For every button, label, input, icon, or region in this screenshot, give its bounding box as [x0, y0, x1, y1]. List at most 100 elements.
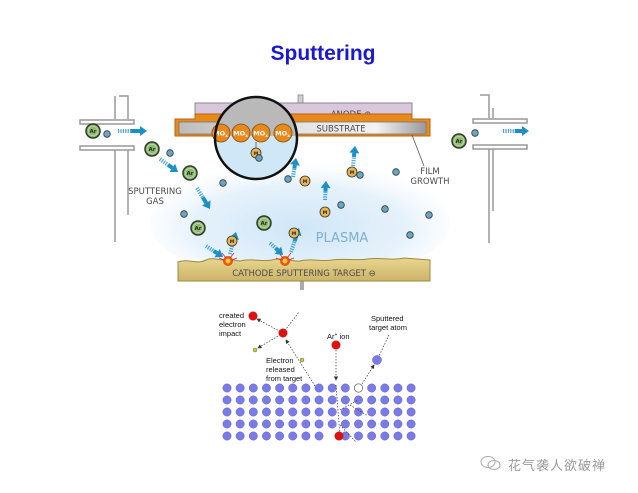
- lattice-atom: [367, 395, 377, 405]
- electron: [219, 179, 227, 187]
- motion-arrow: [195, 186, 211, 209]
- created-electron-label-1: created: [219, 311, 244, 320]
- argon-atom: Ar: [144, 141, 160, 157]
- lattice-atom: [406, 395, 416, 405]
- lattice-atom: [301, 383, 311, 393]
- lattice-atom: [314, 407, 324, 417]
- lattice-atom: [288, 395, 298, 405]
- lattice-atom: [275, 431, 284, 441]
- lattice-atom: [314, 431, 324, 441]
- vacancy: [353, 383, 364, 393]
- svg-text:Ar: Ar: [187, 171, 194, 177]
- wechat-icon: [480, 456, 501, 470]
- motion-arrow: [118, 126, 147, 136]
- svg-text:MOx: MOx: [253, 130, 268, 139]
- lattice-atom: [235, 431, 245, 441]
- plasma-glow: [150, 162, 450, 282]
- lattice-atom: [288, 431, 298, 441]
- lattice-atom: [367, 431, 377, 441]
- lattice-atom: [354, 419, 363, 429]
- svg-text:MOx: MOx: [275, 130, 290, 139]
- electron: [337, 201, 345, 209]
- lattice-atom: [406, 419, 416, 429]
- lattice-atom: [367, 419, 377, 429]
- ar-ion-label: Ar+ ion: [327, 332, 350, 341]
- svg-text:Ar: Ar: [195, 226, 202, 232]
- lattice-atom: [235, 395, 245, 405]
- lattice-atom: [327, 383, 337, 393]
- argon-atom: Ar: [451, 133, 467, 149]
- electron-released-label-2: released: [266, 365, 295, 374]
- lattice-atom: [367, 383, 377, 393]
- lattice-atom: [314, 419, 324, 429]
- electron: [166, 149, 174, 157]
- film-growth-label-1: FILM: [420, 167, 439, 177]
- electron-released-label-1: Electron: [266, 356, 294, 365]
- impact-line: [256, 318, 284, 334]
- cascade-path: [339, 424, 357, 443]
- lattice-atom: [301, 395, 311, 405]
- lattice-atom: [393, 383, 403, 393]
- lattice-atom: [340, 407, 350, 417]
- cascade-path: [339, 399, 359, 411]
- electron-released-label-3: from target: [266, 374, 303, 383]
- ar-ion: [331, 340, 341, 350]
- svg-text:Ar: Ar: [90, 129, 97, 135]
- lattice-atom: [262, 407, 271, 417]
- lattice-atom: [222, 407, 232, 417]
- lattice-atom: [327, 395, 337, 405]
- motion-arrow: [158, 157, 178, 172]
- lattice-atom: [340, 383, 350, 393]
- lattice-atom: [354, 407, 363, 417]
- lattice-atom: [380, 383, 390, 393]
- lattice-atom: [314, 383, 324, 393]
- electron: [255, 154, 263, 162]
- lattice-atom: [222, 419, 232, 429]
- motion-arrow: [503, 126, 529, 136]
- metal-atom: M: [299, 175, 311, 187]
- lattice-atom: [248, 407, 258, 417]
- lattice-atom: [314, 395, 324, 405]
- motion-arrow: [268, 241, 283, 255]
- impact-burst: [218, 252, 238, 266]
- watermark-text: 花气袭人欲破禅: [508, 459, 607, 474]
- electron: [180, 210, 188, 218]
- sputtered-atom: [372, 355, 382, 365]
- electron: [356, 171, 364, 179]
- lattice-atom: [235, 383, 245, 393]
- metal-atom: M: [288, 227, 300, 239]
- electron: [381, 205, 389, 213]
- lattice-atom: [235, 407, 245, 417]
- impact-ion: [278, 328, 288, 338]
- released-electron: [252, 347, 258, 353]
- lattice-atom: [406, 407, 416, 417]
- lattice-atom: [380, 431, 390, 441]
- lattice-atom: [262, 419, 271, 429]
- svg-text:M: M: [303, 179, 308, 185]
- lattice-atom: [222, 383, 232, 393]
- svg-text:MOx: MOx: [213, 130, 228, 139]
- argon-atom: Ar: [85, 123, 101, 139]
- lattice-atom: [354, 395, 363, 405]
- cathode-label: CATHODE SPUTTERING TARGET ⊖: [232, 269, 376, 279]
- oxide-molecule: MOx: [251, 123, 271, 143]
- sputtered-atom-label-1: Sputtered: [371, 314, 404, 323]
- electron: [406, 231, 414, 239]
- metal-atom: M: [346, 166, 358, 178]
- created-electron-label-3: impact: [219, 329, 242, 338]
- lattice-atom: [406, 431, 416, 441]
- svg-text:M: M: [254, 151, 259, 157]
- electron-path: [285, 339, 316, 387]
- svg-text:Ar: Ar: [456, 139, 463, 145]
- lattice-atom: [380, 407, 390, 417]
- lattice-atom: [275, 407, 284, 417]
- lattice-atom: [393, 419, 403, 429]
- cascade-path: [335, 384, 341, 437]
- lattice-atom: [380, 395, 390, 405]
- svg-text:M: M: [323, 210, 328, 216]
- created-electron-ion: [248, 311, 258, 321]
- svg-text:Ar: Ar: [261, 221, 268, 227]
- lattice-atom: [301, 431, 311, 441]
